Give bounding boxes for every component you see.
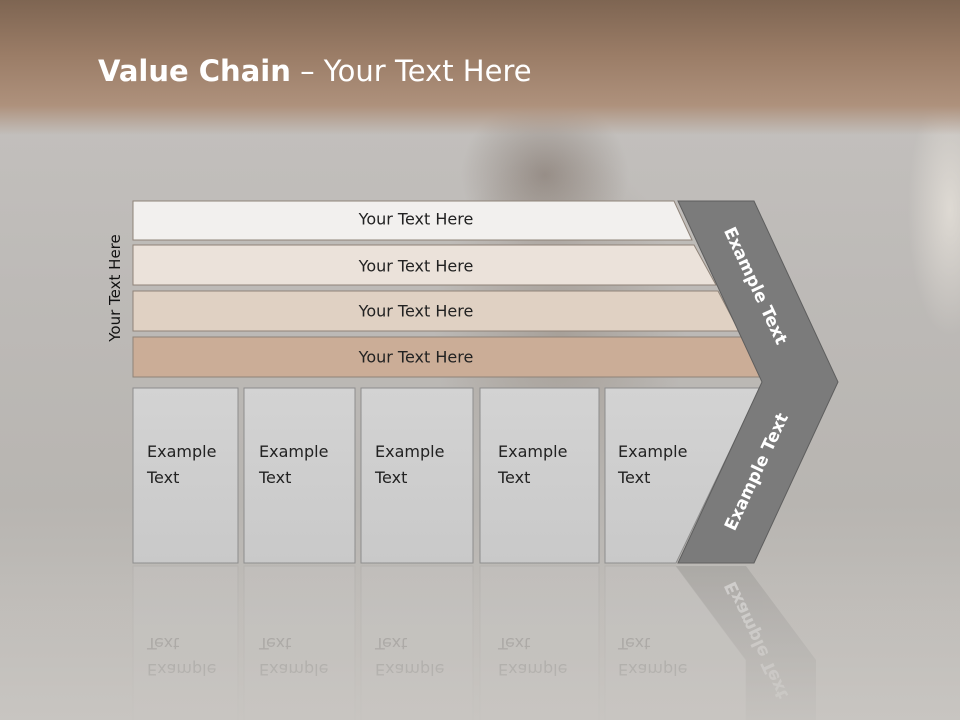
- column-5-reflection: Example Text: [618, 630, 687, 682]
- column-2-text: Example Text: [259, 439, 359, 491]
- column-3-line1: Example: [375, 442, 445, 461]
- reflection-line2: Text: [618, 634, 651, 653]
- bar-1[interactable]: [132, 200, 693, 241]
- reflection: [132, 565, 816, 720]
- column-4-reflection: Example Text: [498, 630, 567, 682]
- column-1-line1: Example: [147, 442, 217, 461]
- page-title: Value Chain – Your Text Here: [98, 54, 532, 88]
- bar-3-label: Your Text Here: [358, 301, 474, 321]
- reflection-line1: Example: [618, 660, 688, 679]
- column-2-line1: Example: [259, 442, 329, 461]
- bar-1-label: Your Text Here: [358, 209, 474, 229]
- reflection-line2: Text: [147, 634, 180, 653]
- column-3-line2: Text: [375, 468, 408, 487]
- column-3[interactable]: [360, 387, 474, 564]
- column-3-text: Example Text: [375, 439, 475, 491]
- reflection-line2: Text: [259, 634, 292, 653]
- column-4-line1: Example: [498, 442, 568, 461]
- column-5-line2: Text: [618, 468, 651, 487]
- column-1-line2: Text: [147, 468, 180, 487]
- bar-2[interactable]: [132, 244, 717, 286]
- column-1[interactable]: [132, 387, 239, 564]
- column-2-line2: Text: [259, 468, 292, 487]
- header-band: [0, 0, 960, 135]
- column-2-reflection: Example Text: [259, 630, 328, 682]
- reflection-line1: Example: [259, 660, 329, 679]
- reflection-line1: Example: [375, 660, 445, 679]
- column-1-reflection: Example Text: [147, 630, 216, 682]
- column-1-text: Example Text: [147, 439, 247, 491]
- reflection-line2: Text: [498, 634, 531, 653]
- title-rest: – Your Text Here: [290, 54, 532, 88]
- title-bold: Value Chain: [98, 54, 291, 88]
- bar-2-label: Your Text Here: [358, 256, 474, 276]
- bar-4-label: Your Text Here: [358, 347, 474, 367]
- column-4[interactable]: [479, 387, 600, 564]
- column-5-line1: Example: [618, 442, 688, 461]
- column-4-line2: Text: [498, 468, 531, 487]
- reflection-line1: Example: [147, 660, 217, 679]
- column-4-text: Example Text: [498, 439, 598, 491]
- column-3-reflection: Example Text: [375, 630, 444, 682]
- reflection-line2: Text: [375, 634, 408, 653]
- column-5-text: Example Text: [618, 439, 718, 491]
- reflection-line1: Example: [498, 660, 568, 679]
